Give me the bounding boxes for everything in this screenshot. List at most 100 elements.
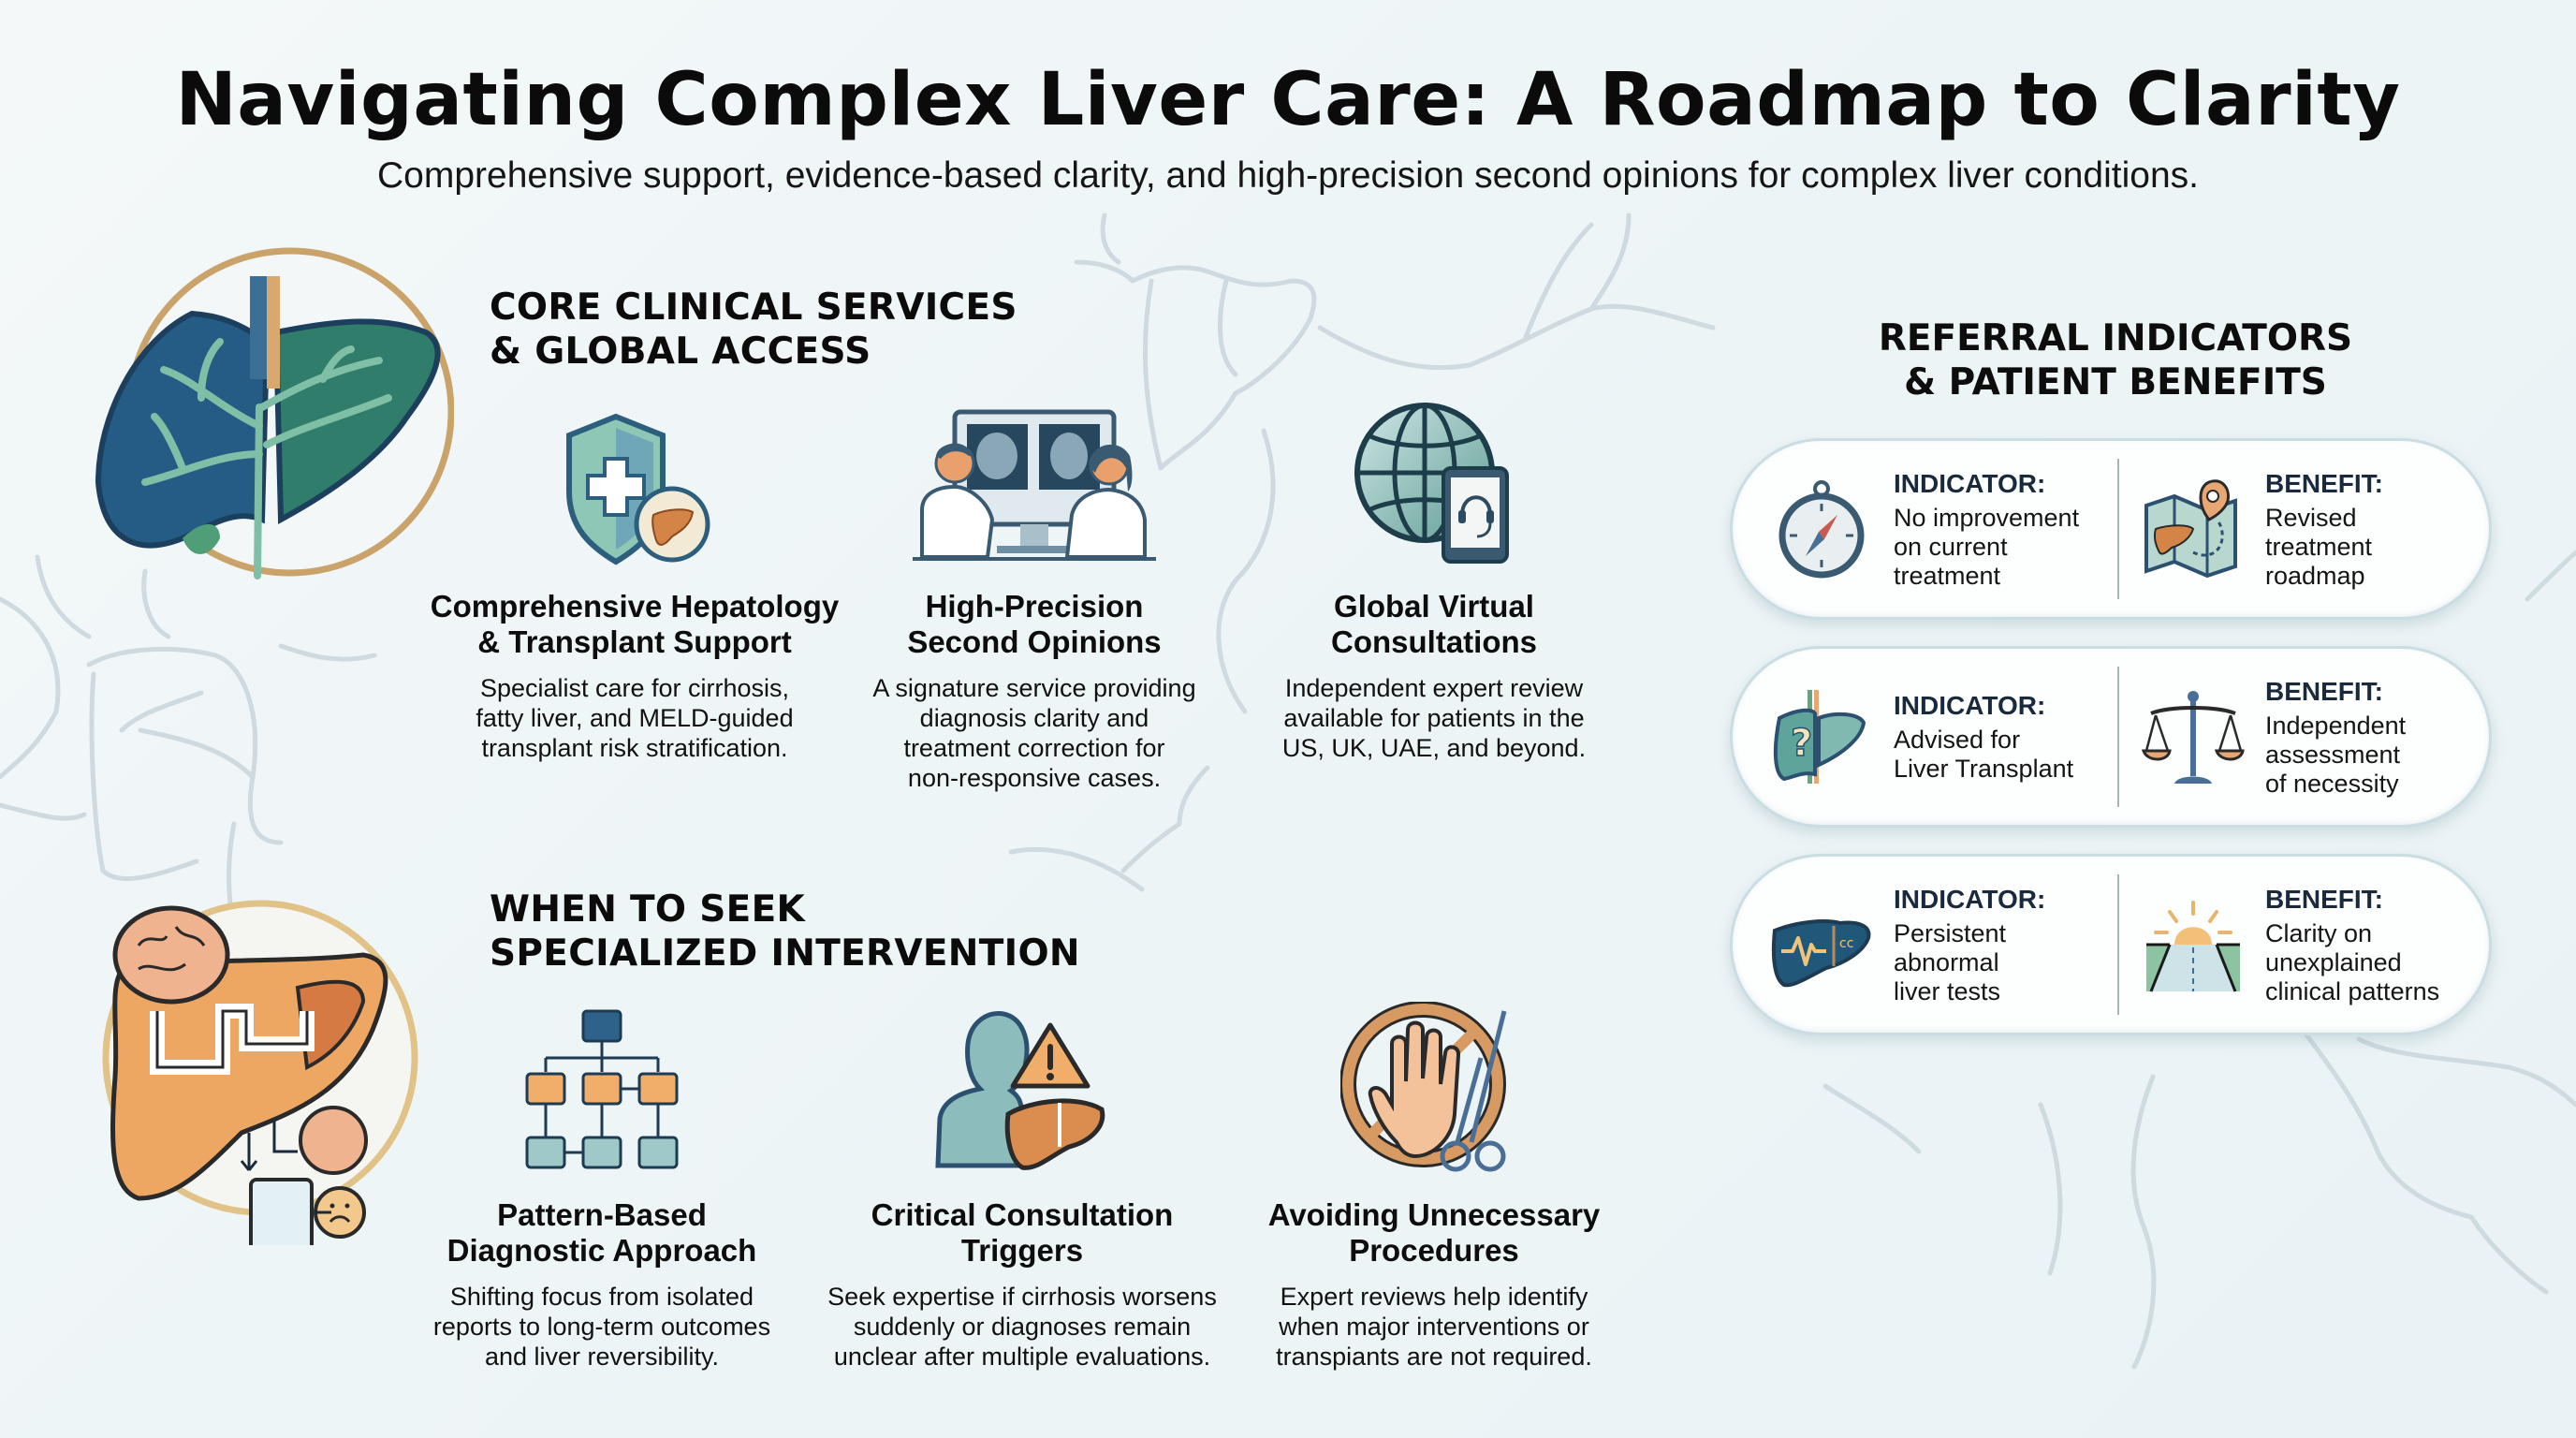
card-divider bbox=[2117, 874, 2119, 1015]
item-desc-line: when major interventions or bbox=[1279, 1313, 1589, 1341]
referral-heading-line2: & PATIENT BENEFITS bbox=[1904, 361, 2327, 404]
indicator-line: Persistent bbox=[1894, 918, 2007, 947]
intervention-heading-line1: WHEN TO SEEK bbox=[490, 888, 806, 931]
service-item-hepatology: Comprehensive Hepatology& Transplant Sup… bbox=[429, 389, 841, 763]
item-title-line: Second Opinions bbox=[907, 624, 1162, 659]
doctors-reviewing-scans-icon bbox=[913, 409, 1156, 561]
item-desc-line: Expert reviews help identify bbox=[1280, 1283, 1588, 1311]
globe-tablet-headset-icon bbox=[1354, 403, 1509, 564]
referral-heading-line1: REFERRAL INDICATORS bbox=[1878, 317, 2353, 360]
item-desc-line: Seek expertise if cirrhosis worsens bbox=[827, 1283, 1217, 1311]
benefit-line: clinical patterns bbox=[2265, 976, 2440, 1005]
benefit-line: of necessity bbox=[2265, 769, 2399, 798]
page-title: Navigating Complex Liver Care: A Roadmap… bbox=[175, 58, 2401, 142]
balance-scale-icon bbox=[2142, 691, 2245, 784]
indicator-line: treatment bbox=[1894, 561, 2001, 590]
stop-hand-surgical-tool-icon bbox=[1340, 1002, 1507, 1172]
item-desc-line: suddenly or diagnoses remain bbox=[853, 1313, 1192, 1341]
item-title-line: Comprehensive Hepatology bbox=[430, 589, 840, 624]
benefit-label: BENEFIT: bbox=[2265, 468, 2383, 498]
item-desc-line: reports to long-term outcomes bbox=[432, 1313, 771, 1341]
item-desc-line: US, UK, UAE, and beyond. bbox=[1281, 734, 1587, 762]
shield-cross-liver-icon bbox=[566, 413, 710, 565]
item-desc-line: A signature service providing bbox=[872, 674, 1196, 702]
benefit-label: BENEFIT: bbox=[2265, 676, 2383, 706]
item-desc-line: fatty liver, and MELD-guided bbox=[476, 704, 794, 732]
benefit-line: treatment bbox=[2265, 532, 2373, 561]
intervention-heading: WHEN TO SEEK SPECIALIZED INTERVENTION bbox=[490, 888, 1080, 976]
compass-icon bbox=[1778, 480, 1865, 579]
sunrise-road-icon bbox=[2146, 901, 2240, 992]
svg-text:?: ? bbox=[1791, 722, 1812, 765]
benefit-line: assessment bbox=[2265, 740, 2401, 769]
map-pin-liver-icon bbox=[2144, 479, 2237, 579]
indicator-label: INDICATOR: bbox=[1894, 691, 2046, 720]
item-title-line: Triggers bbox=[960, 1233, 1084, 1268]
svg-text:cc: cc bbox=[1839, 936, 1853, 951]
benefit-line: Revised bbox=[2265, 503, 2357, 532]
referral-heading: REFERRAL INDICATORS & PATIENT BENEFITS bbox=[1760, 316, 2471, 404]
indicator-line: on current bbox=[1894, 532, 2008, 561]
core-services-heading-line2: & GLOBAL ACCESS bbox=[490, 330, 871, 373]
benefit-line: Clarity on bbox=[2265, 918, 2373, 947]
item-desc-line: transplant risk stratification. bbox=[481, 734, 788, 762]
indicator-line: Liver Transplant bbox=[1894, 755, 2074, 783]
item-title-line: Procedures bbox=[1349, 1233, 1519, 1268]
card-divider bbox=[2117, 459, 2119, 599]
item-desc-line: diagnosis clarity and bbox=[919, 704, 1149, 732]
person-warning-liver-icon bbox=[935, 1010, 1105, 1170]
item-title-line: Diagnostic Approach bbox=[446, 1233, 757, 1268]
item-title-line: & Transplant Support bbox=[477, 624, 792, 659]
item-title-line: Global Virtual bbox=[1334, 589, 1534, 624]
benefit-label: BENEFIT: bbox=[2265, 884, 2383, 914]
item-desc-line: and liver reversibility. bbox=[484, 1343, 720, 1371]
indicator-line: liver tests bbox=[1894, 976, 2001, 1005]
page-subtitle: Comprehensive support, evidence-based cl… bbox=[377, 155, 2199, 196]
item-desc-line: Specialist care for cirrhosis, bbox=[479, 674, 790, 702]
indicator-line: Advised for bbox=[1894, 726, 2021, 754]
core-services-heading-line1: CORE CLINICAL SERVICES bbox=[490, 286, 1017, 329]
item-title-line: Avoiding Unnecessary bbox=[1267, 1197, 1601, 1232]
item-title-line: High-Precision bbox=[925, 589, 1144, 624]
indicator-line: abnormal bbox=[1894, 947, 1999, 976]
indicator-label: INDICATOR: bbox=[1894, 884, 2046, 914]
benefit-line: Independent bbox=[2265, 711, 2407, 740]
item-title-line: Consultations bbox=[1331, 624, 1537, 659]
item-desc-line: Independent expert review bbox=[1284, 674, 1584, 702]
intervention-heading-line2: SPECIALIZED INTERVENTION bbox=[490, 932, 1080, 975]
item-title-line: Pattern-Based bbox=[497, 1197, 707, 1232]
indicator-label: INDICATOR: bbox=[1894, 468, 2046, 498]
benefit-line: unexplained bbox=[2265, 947, 2402, 976]
core-services-heading: CORE CLINICAL SERVICES & GLOBAL ACCESS bbox=[490, 286, 1017, 374]
liver-brain-pathway-icon bbox=[102, 900, 418, 1245]
flowchart-icon bbox=[525, 1009, 679, 1169]
liver-pulse-icon: cc bbox=[1771, 919, 1871, 988]
item-desc-line: unclear after multiple evaluations. bbox=[833, 1343, 1211, 1371]
item-desc-line: Shifting focus from isolated bbox=[449, 1283, 754, 1311]
item-desc-line: treatment correction for bbox=[903, 734, 1165, 762]
item-desc-line: non-responsive cases. bbox=[907, 764, 1162, 792]
card-divider bbox=[2117, 667, 2119, 807]
indicator-line: No improvement bbox=[1894, 503, 2080, 532]
liver-question-icon: ? bbox=[1773, 690, 1866, 784]
item-desc-line: transpiants are not required. bbox=[1276, 1343, 1592, 1371]
